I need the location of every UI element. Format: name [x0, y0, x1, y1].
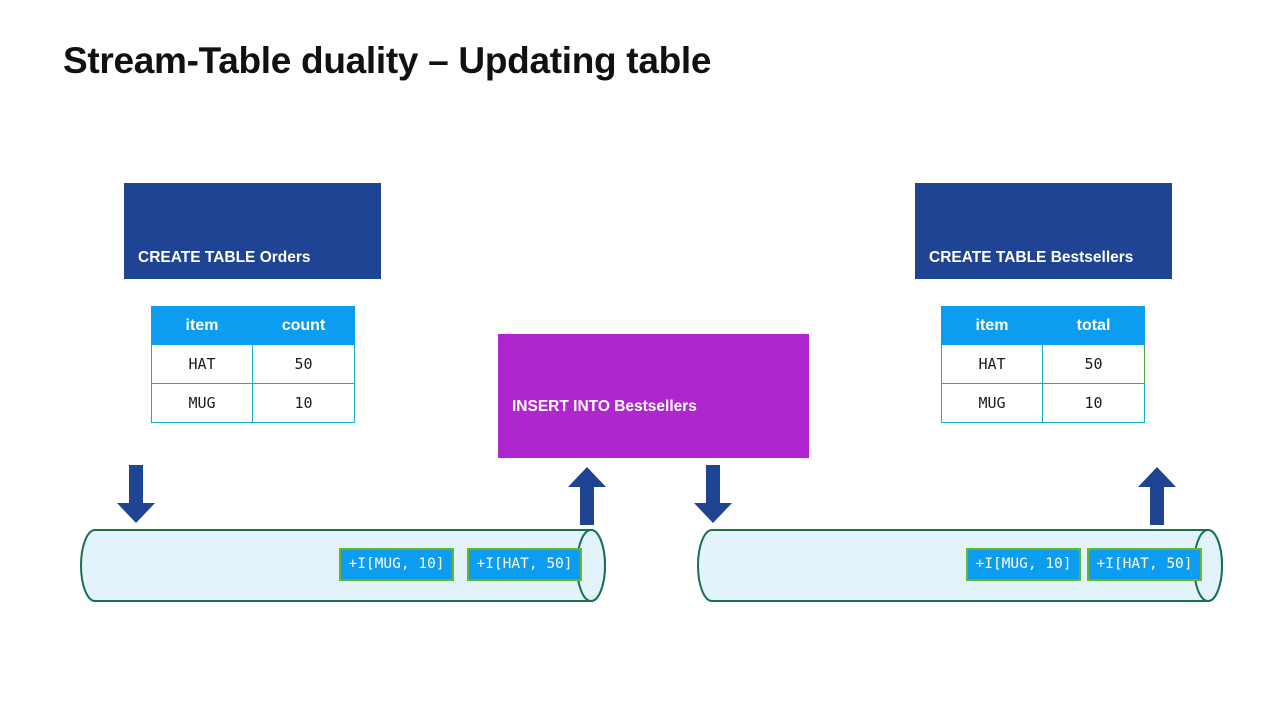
cell-item: MUG: [151, 383, 253, 423]
cell-total-highlighted: 50: [1042, 344, 1145, 384]
stream-event-chip: +I[HAT, 50]: [1087, 548, 1202, 581]
cell-count: 50: [252, 344, 355, 384]
orders-ddl-line-1: CREATE TABLE Orders: [138, 249, 311, 266]
cell-total: 10: [1042, 383, 1145, 423]
query-line-1: INSERT INTO Bestsellers: [512, 398, 697, 415]
column-header-total: total: [1042, 306, 1145, 345]
insert-query-box: INSERT INTO Bestsellers SELECT item, SUM…: [498, 334, 809, 636]
query-line-2: SELECT item, SUM(count) AS total: [512, 471, 768, 489]
bestsellers-table: item total HAT 50 MUG 10: [941, 306, 1145, 423]
stream-event-chip: +I[MUG, 10]: [966, 548, 1081, 581]
arrow-up-icon: [1136, 465, 1178, 525]
table-header-row: item total: [941, 306, 1145, 345]
arrow-down-icon: [692, 465, 734, 525]
bestsellers-stream-pipe: [694, 528, 1226, 603]
stream-event-chip: +I[HAT, 50]: [467, 548, 582, 581]
bestsellers-ddl-line-1: CREATE TABLE Bestsellers: [929, 249, 1134, 266]
column-header-count: count: [252, 306, 355, 345]
table-row: MUG 10: [151, 383, 355, 423]
bestsellers-ddl-box: CREATE TABLE Bestsellers (item STRING, t…: [915, 183, 1172, 413]
stream-event-chip: +I[MUG, 10]: [339, 548, 454, 581]
table-header-row: item count: [151, 306, 355, 345]
orders-ddl-box: CREATE TABLE Orders (item STRING, count …: [124, 183, 381, 413]
table-row: HAT 50: [941, 344, 1145, 384]
page-title: Stream-Table duality – Updating table: [63, 40, 712, 81]
cell-count: 10: [252, 383, 355, 423]
table-row: MUG 10: [941, 383, 1145, 423]
query-line-4: GROUP BY item: [512, 618, 631, 636]
arrow-down-icon: [115, 465, 157, 525]
cell-item: HAT: [941, 344, 1043, 384]
cell-item: MUG: [941, 383, 1043, 423]
arrow-up-icon: [566, 465, 608, 525]
column-header-item: item: [941, 306, 1043, 345]
table-row: HAT 50: [151, 344, 355, 384]
cell-item: HAT: [151, 344, 253, 384]
orders-table: item count HAT 50 MUG 10: [151, 306, 355, 423]
column-header-item: item: [151, 306, 253, 345]
